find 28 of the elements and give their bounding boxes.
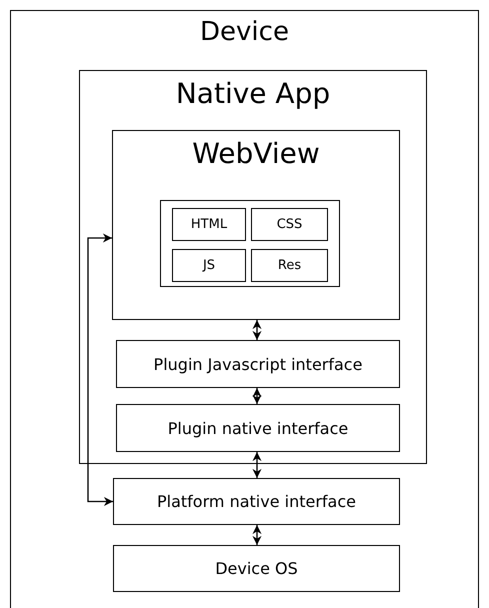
component-box — [116, 340, 400, 388]
component-box — [113, 545, 400, 592]
box-label: JS — [202, 258, 216, 273]
component-box — [172, 208, 246, 241]
box-label: Device OS — [215, 559, 298, 578]
double-arrow — [87, 233, 113, 506]
box-label: HTML — [190, 217, 228, 232]
box-title: Device — [199, 17, 290, 47]
component-box — [251, 208, 328, 241]
container-box — [10, 10, 479, 608]
box-label: Platform native interface — [157, 492, 356, 511]
box-label: Plugin native interface — [168, 418, 348, 438]
box-label: CSS — [276, 217, 302, 232]
double-arrow — [252, 320, 262, 340]
box-label: Res — [278, 258, 302, 273]
component-box — [251, 249, 328, 282]
component-box — [172, 249, 246, 282]
container-box — [79, 70, 427, 464]
double-arrow — [252, 525, 262, 545]
box-title: WebView — [191, 137, 321, 170]
group-box — [160, 200, 340, 287]
double-arrow — [252, 388, 262, 404]
container-box — [112, 130, 400, 320]
component-box — [116, 404, 400, 452]
component-box — [113, 478, 400, 525]
box-label: Plugin Javascript interface — [154, 354, 362, 374]
box-title: Native App — [174, 77, 332, 110]
double-arrow — [252, 452, 262, 478]
